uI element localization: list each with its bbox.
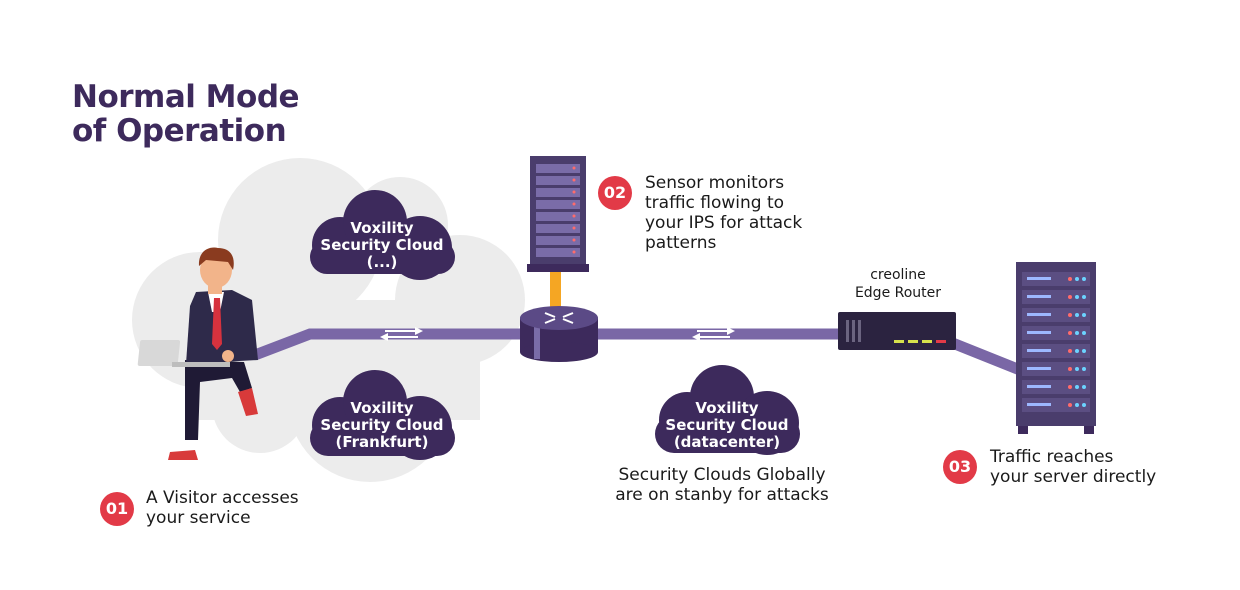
sensor-uplink <box>550 270 561 312</box>
page-title: Normal Mode of Operation <box>72 79 300 149</box>
step-01-badge: 01 <box>100 492 134 526</box>
voxility-cloud-3-shape <box>655 365 800 455</box>
step-02-line-2: traffic flowing to <box>645 193 785 213</box>
step-03-badge: 03 <box>943 450 977 484</box>
cloud-2-line-2: Security Cloud <box>320 416 444 434</box>
voxility-cloud-3-label: Voxility Security Cloud (datacenter) <box>656 400 798 451</box>
step-02-line-1: Sensor monitors <box>645 173 785 193</box>
traffic-arrows <box>380 327 735 341</box>
step-02-text: Sensor monitors traffic flowing to your … <box>645 173 802 253</box>
visitor-icon <box>137 247 258 460</box>
edge-router-line-2: Edge Router <box>854 285 942 301</box>
standby-line-2: are on stanby for attacks <box>615 485 829 505</box>
edge-to-server-link <box>947 336 1023 376</box>
edge-router-line-1: creoline <box>870 267 926 283</box>
step-03-line-1: Traffic reaches <box>990 447 1114 467</box>
destination-server-icon <box>1016 262 1096 434</box>
cloud-1-line-2: Security Cloud <box>320 236 444 254</box>
cloud-2-line-3: (Frankfurt) <box>335 433 429 451</box>
sensor-server-icon <box>527 156 589 272</box>
voxility-cloud-2-label: Voxility Security Cloud (Frankfurt) <box>313 400 451 451</box>
cloud-2-line-1: Voxility <box>350 399 414 417</box>
title-line-2: of Operation <box>72 113 287 149</box>
edge-router-label: creoline Edge Router <box>838 266 958 302</box>
step-02-line-3: your IPS for attack <box>645 213 803 233</box>
standby-caption: Security Clouds Globally are on stanby f… <box>592 465 852 505</box>
step-01-line-1: A Visitor accesses <box>146 488 299 508</box>
standby-line-1: Security Clouds Globally <box>618 465 826 485</box>
visitor-link <box>253 328 525 361</box>
cloud-3-line-1: Voxility <box>695 399 759 417</box>
title-line-1: Normal Mode <box>72 79 300 115</box>
router-icon <box>520 306 598 362</box>
cloud-3-line-2: Security Cloud <box>665 416 789 434</box>
voxility-cloud-1-label: Voxility Security Cloud (...) <box>313 220 451 271</box>
step-03-text: Traffic reaches your server directly <box>990 447 1156 487</box>
cloud-1-line-3: (...) <box>366 253 398 271</box>
traffic-arrow-right <box>692 327 735 341</box>
voxility-cloud-1-shape <box>310 190 455 280</box>
cloud-1-line-1: Voxility <box>350 219 414 237</box>
step-03-line-2: your server directly <box>990 467 1157 487</box>
voxility-cloud-2-shape <box>310 370 455 460</box>
step-01-text: A Visitor accesses your service <box>146 488 299 528</box>
step-02-badge: 02 <box>598 176 632 210</box>
step-01-line-2: your service <box>146 508 251 528</box>
edge-router-icon <box>838 312 956 350</box>
step-02-line-4: patterns <box>645 233 717 253</box>
network-links <box>253 328 1023 376</box>
cloud-3-line-3: (datacenter) <box>673 433 781 451</box>
traffic-arrow-left <box>380 327 423 341</box>
